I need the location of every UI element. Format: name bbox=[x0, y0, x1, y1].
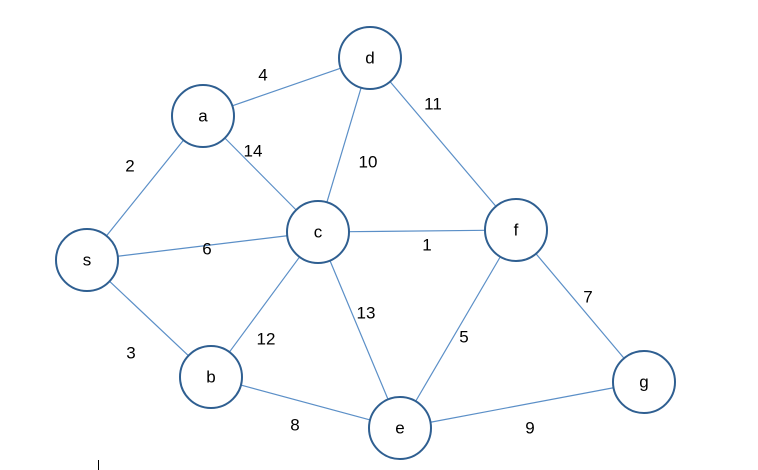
edge-b-c bbox=[228, 256, 301, 353]
edge-weight-a-c: 14 bbox=[244, 142, 263, 161]
node-f: f bbox=[484, 198, 548, 262]
edge-a-d bbox=[232, 67, 341, 107]
edge-weight-s-b: 3 bbox=[126, 344, 135, 363]
edge-weight-b-e: 8 bbox=[290, 416, 299, 435]
edge-a-c bbox=[224, 137, 297, 211]
edge-s-c bbox=[117, 235, 288, 257]
edge-weight-e-f: 5 bbox=[459, 328, 468, 347]
edge-weight-a-d: 4 bbox=[258, 66, 267, 85]
edge-weight-c-e: 13 bbox=[357, 304, 376, 323]
node-g: g bbox=[612, 350, 676, 414]
edge-d-c bbox=[326, 87, 362, 203]
edge-weight-b-c: 12 bbox=[257, 330, 276, 349]
node-circle-c bbox=[286, 200, 350, 264]
edge-d-f bbox=[389, 81, 497, 207]
edge-e-f bbox=[415, 256, 501, 402]
edge-weight-d-c: 10 bbox=[359, 153, 378, 172]
node-label-f: f bbox=[514, 221, 519, 240]
edge-weight-s-c: 6 bbox=[202, 240, 211, 259]
edge-c-f bbox=[348, 229, 486, 233]
node-label-s: s bbox=[83, 251, 92, 270]
edge-c-e bbox=[329, 260, 389, 400]
node-circle-b bbox=[179, 345, 243, 409]
node-b: b bbox=[179, 345, 243, 409]
edge-f-g bbox=[535, 253, 625, 359]
edges-layer bbox=[105, 67, 625, 423]
node-label-a: a bbox=[198, 107, 208, 126]
node-label-b: b bbox=[206, 368, 215, 387]
text-cursor-mark bbox=[98, 460, 99, 470]
edge-weight-e-g: 9 bbox=[525, 419, 534, 438]
node-circle-f bbox=[484, 198, 548, 262]
node-label-c: c bbox=[314, 223, 323, 242]
node-circle-g bbox=[612, 350, 676, 414]
node-circle-s bbox=[55, 228, 119, 292]
node-label-e: e bbox=[395, 419, 404, 438]
edge-weight-f-g: 7 bbox=[583, 288, 592, 307]
nodes-layer: s a b c d e f g bbox=[55, 26, 676, 460]
node-label-g: g bbox=[639, 373, 648, 392]
node-circle-e bbox=[368, 396, 432, 460]
node-a: a bbox=[171, 84, 235, 148]
node-circle-a bbox=[171, 84, 235, 148]
node-e: e bbox=[368, 396, 432, 460]
edge-weights-layer: 4 11 2 14 10 6 1 7 3 12 13 5 8 9 bbox=[125, 66, 592, 438]
edge-e-g bbox=[430, 387, 614, 423]
node-s: s bbox=[55, 228, 119, 292]
edge-weight-s-a: 2 bbox=[125, 157, 134, 176]
node-circle-d bbox=[338, 26, 402, 90]
node-label-d: d bbox=[365, 49, 374, 68]
edge-b-e bbox=[240, 384, 371, 421]
edge-s-a bbox=[105, 139, 185, 237]
node-c: c bbox=[286, 200, 350, 264]
edge-weight-c-f: 1 bbox=[422, 236, 431, 255]
edge-weight-d-f: 11 bbox=[424, 95, 442, 114]
edge-s-b bbox=[109, 280, 189, 357]
node-d: d bbox=[338, 26, 402, 90]
